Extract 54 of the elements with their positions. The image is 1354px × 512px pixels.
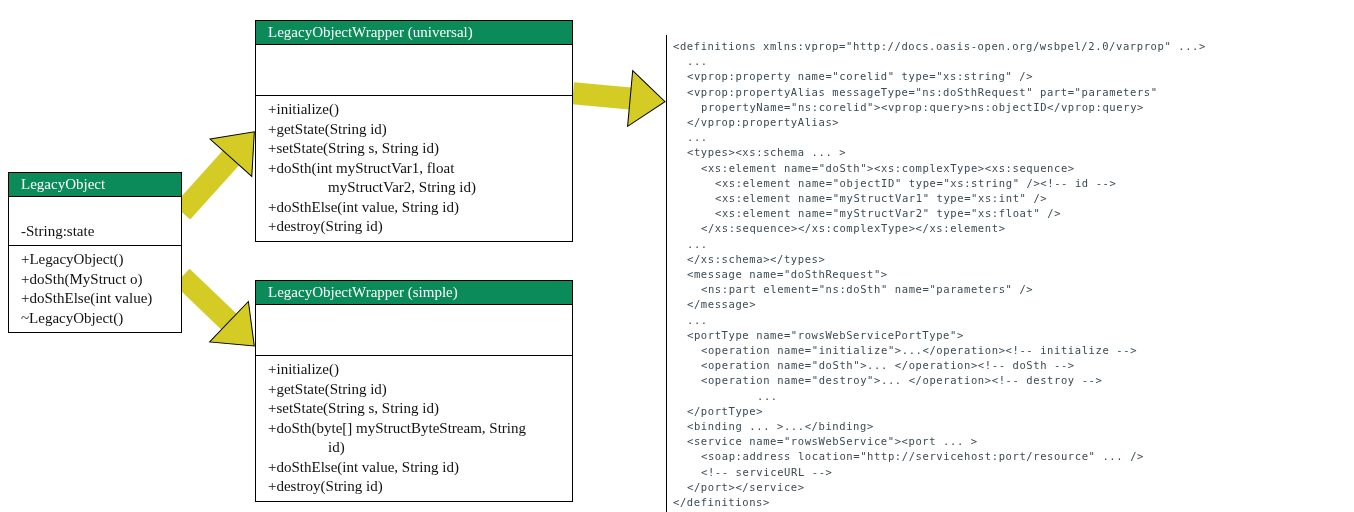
code-line: </portType> (687, 403, 764, 419)
method-text: +destroy(String id) (268, 477, 383, 496)
method-text: +doSthElse(int value, String id) (268, 197, 459, 217)
method-text: +getState(String id) (268, 379, 387, 399)
code-line: <binding ... >...</binding> (687, 419, 874, 435)
method-text: +doSth(MyStruct o) (21, 269, 143, 289)
code-line: <operation name="doSth">... </operation><!-- doSth --> (701, 358, 1075, 374)
code-line: </port></service> (687, 479, 805, 495)
code-line: propertyName="ns:corelid"><vprop:query>ns:objectID</vprop:query> (701, 99, 1144, 115)
code-line: <xs:element name="myStructVar1" type="xs:int" /> (715, 191, 1048, 207)
class-box (8, 172, 182, 333)
code-line: ... (687, 312, 708, 328)
code-line: ... (757, 388, 778, 404)
code-line: <portType name="rowsWebServicePortType"> (687, 327, 964, 343)
code-line: ... (687, 54, 708, 70)
code-line: <operation name="destroy">... </operation><!-- destroy --> (701, 373, 1103, 389)
code-line: </message> (687, 297, 757, 313)
method-text: +doSthElse(int value) (21, 289, 153, 308)
class-name-header: LegacyObjectWrapper (universal) (256, 21, 572, 45)
code-line: <operation name="initialize">...</operation><!-- initialize --> (701, 343, 1138, 359)
code-line: </vprop:propertyAlias> (687, 115, 840, 130)
method-text: +LegacyObject() (21, 250, 124, 269)
method-text: +doSthElse(int value, String id) (268, 457, 459, 477)
code-line: <!-- serviceURL --> (701, 464, 833, 480)
method-text: +doSth(byte[] myStructByteStream, String id) (268, 418, 528, 457)
method-text: +destroy(String id) (268, 217, 383, 236)
method-text: +getState(String id) (268, 119, 387, 139)
code-line: ... (687, 130, 708, 146)
code-line: </xs:schema></types> (687, 251, 826, 267)
attribute-text: -String:state (21, 221, 95, 241)
code-line: </xs:sequence></xs:complexType></xs:element> (701, 221, 1006, 237)
class-name-header: LegacyObject (9, 173, 181, 197)
code-line: <definitions xmlns:vprop="http://docs.oasis-open.org/wsbpel/2.0/varprop" ...> (673, 39, 1206, 54)
method-text: ~LegacyObject() (21, 308, 124, 328)
code-line: <service name="rowsWebService"><port ... > (687, 434, 978, 450)
code-line: <xs:element name="myStructVar2" type="xs:float" /> (715, 206, 1062, 222)
code-line: ... (687, 236, 708, 252)
code-line: <xs:element name="objectID" type="xs:string" /><!-- id --> (715, 175, 1117, 191)
code-line: <vprop:property name="corelid" type="xs:string" /> (687, 69, 1034, 85)
code-line: <vprop:propertyAlias messageType="ns:doSthRequest" part="parameters" (687, 84, 1158, 100)
method-text: +setState(String s, String id) (268, 139, 439, 158)
method-text: +initialize() (268, 360, 339, 379)
code-line: <ns:part element="ns:doSth" name="parameters" /> (701, 282, 1034, 298)
code-line: <xs:element name="doSth"><xs:complexType><xs:sequence> (701, 160, 1075, 176)
class-name-header: LegacyObjectWrapper (simple) (256, 281, 572, 305)
code-line: <types><xs:schema ... > (687, 145, 847, 161)
class-box (255, 280, 573, 502)
class-box (255, 20, 573, 242)
code-line: </definitions> (673, 495, 770, 511)
method-text: +initialize() (268, 100, 339, 119)
code-line: <soap:address location="http://servicehost:port/resource" ... /> (701, 449, 1144, 465)
method-text: +setState(String s, String id) (268, 399, 439, 418)
method-text: +doSth(int myStructVar1, float myStructVar2, String id) (268, 158, 477, 197)
code-line: <message name="doSthRequest"> (687, 267, 888, 283)
